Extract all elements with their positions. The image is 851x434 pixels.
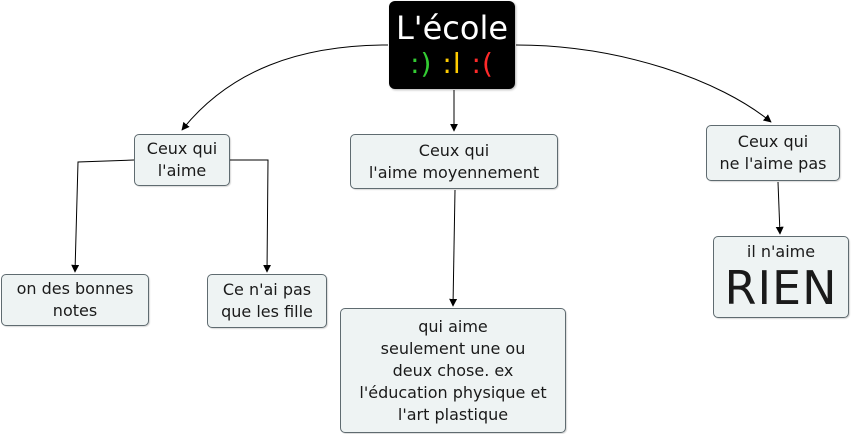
node-label-line: Ceux qui bbox=[737, 132, 809, 151]
node-label-line: on des bonnes bbox=[16, 279, 134, 298]
node-bonnes-notes[interactable]: on des bonnes notes bbox=[1, 274, 149, 326]
node-big-word: RIEN bbox=[724, 261, 838, 315]
sad-face-emoticon: :( bbox=[471, 47, 494, 80]
connector-root-to-dislike bbox=[515, 44, 772, 123]
node-label-line: l'aime moyennement bbox=[368, 162, 540, 182]
node-label-line: Ce n'ai pas bbox=[222, 280, 312, 299]
node-label-line: notes bbox=[52, 301, 98, 320]
happy-face-emoticon: :) bbox=[410, 47, 433, 80]
node-que-les-fille[interactable]: Ce n'ai pas que les fille bbox=[207, 274, 327, 328]
node-label-line: seulement une ou bbox=[380, 338, 526, 358]
node-il-naime-rien[interactable]: il n'aime RIEN bbox=[713, 236, 849, 318]
root-title: L'école bbox=[395, 9, 509, 47]
node-label-line: Ceux qui bbox=[146, 139, 218, 158]
node-label-line: Ceux qui bbox=[418, 140, 490, 160]
connector-like-to-notes bbox=[71, 159, 135, 273]
root-faces: :) :l :( bbox=[410, 47, 494, 81]
node-label-line: deux chose. ex bbox=[392, 360, 514, 380]
connector-dislike-to-rien bbox=[775, 181, 784, 235]
neutral-face-emoticon: :l bbox=[442, 47, 462, 80]
node-ceux-qui-laime[interactable]: Ceux qui l'aime bbox=[134, 134, 230, 186]
node-label-line: il n'aime bbox=[746, 242, 816, 261]
connector-like-to-filles bbox=[230, 159, 272, 273]
node-label-line: que les fille bbox=[221, 302, 313, 321]
node-label-line: l'art plastique bbox=[397, 404, 509, 424]
node-ceux-qui-laime-moyennement[interactable]: Ceux qui l'aime moyennement bbox=[350, 134, 558, 189]
node-label-line: qui aime bbox=[418, 316, 488, 336]
node-ceux-qui-ne-laime-pas[interactable]: Ceux qui ne l'aime pas bbox=[706, 125, 840, 181]
node-seulement-une-ou-deux-chose[interactable]: qui aime seulement une ou deux chose. ex… bbox=[340, 308, 566, 433]
connector-medium-to-detail bbox=[449, 189, 458, 307]
root-node[interactable]: L'école :) :l :( bbox=[389, 1, 515, 89]
connector-root-to-like bbox=[181, 44, 389, 131]
node-label-line: l'éducation physique et bbox=[359, 382, 547, 402]
node-label-line: l'aime bbox=[157, 161, 207, 180]
node-label-line: ne l'aime pas bbox=[719, 154, 827, 173]
